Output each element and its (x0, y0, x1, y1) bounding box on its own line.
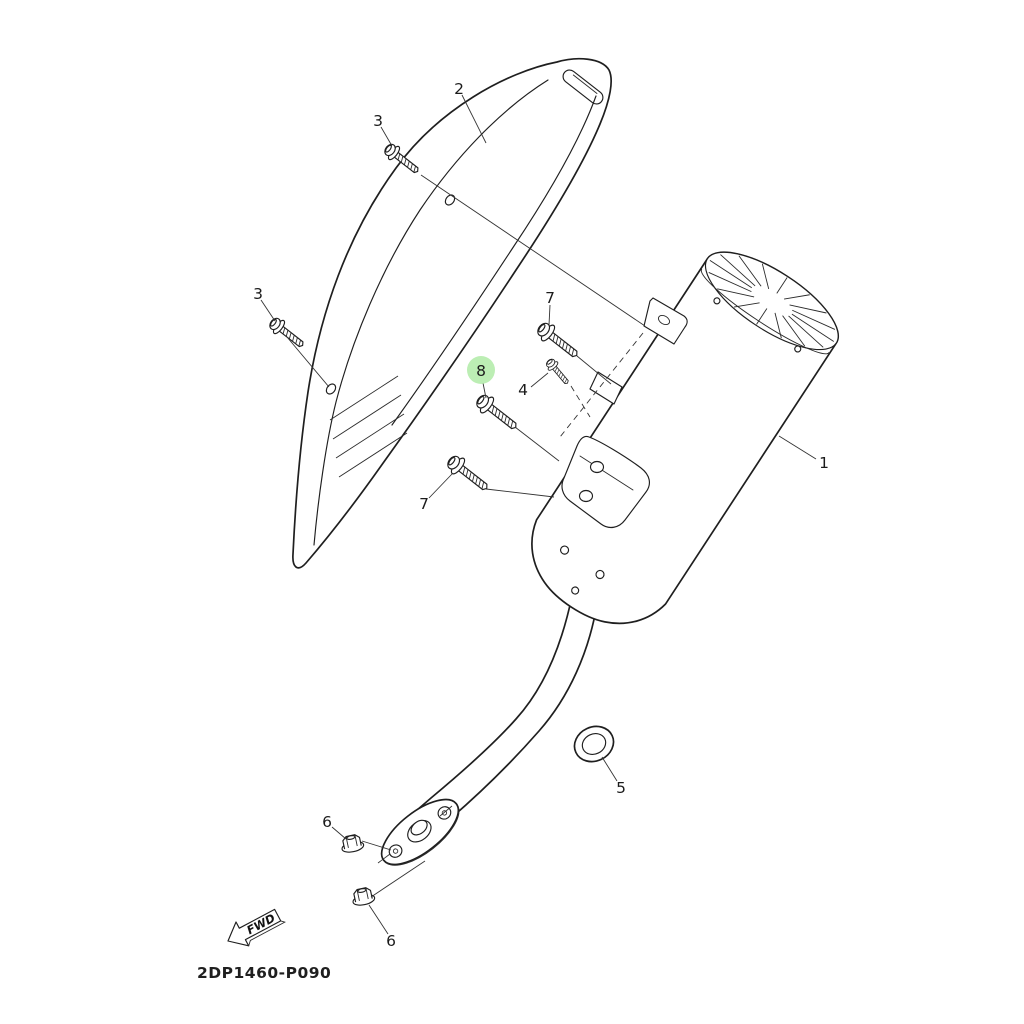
shield-vent-lines (329, 375, 408, 478)
callout-3b: 3 (253, 285, 263, 303)
part-code-label: 2DP1460-P090 (197, 964, 331, 982)
gasket-ring (573, 725, 615, 763)
leader-lines (260, 94, 817, 935)
assembly-lines (286, 174, 646, 898)
muffler (531, 251, 840, 625)
callout-6b: 6 (386, 932, 396, 950)
bolt-7b (443, 451, 494, 497)
heat-shield-slot (562, 69, 604, 105)
stud-4 (543, 356, 573, 388)
muffler-bracket-lower (561, 435, 651, 529)
muffler-weld-marks (559, 297, 802, 595)
callouts: 1 2 3 3 4 5 6 6 7 7 8 (253, 80, 829, 950)
bolt-7a (533, 318, 584, 364)
callout-7b: 7 (419, 495, 429, 513)
pipe-flange (380, 798, 460, 866)
callout-4: 4 (518, 381, 528, 399)
callout-8: 8 (476, 362, 486, 380)
muffler-end-cap (704, 251, 839, 351)
bolt-8 (472, 390, 523, 436)
flange-hole-left (388, 844, 403, 858)
fwd-arrow-icon (227, 908, 282, 947)
screw-3b (266, 314, 309, 353)
callout-6a: 6 (322, 813, 332, 831)
fwd-label: FWD (244, 911, 278, 938)
shield-screw-hole-upper (444, 194, 456, 206)
highlight-circle-8 (467, 356, 495, 384)
callout-5: 5 (616, 779, 626, 797)
callout-2: 2 (454, 80, 464, 98)
callout-1: 1 (819, 454, 829, 472)
callout-7a: 7 (545, 289, 555, 307)
muffler-bracket-upper (643, 297, 688, 345)
fwd-arrow: FWD (227, 908, 286, 947)
callout-3a: 3 (373, 112, 383, 130)
muffler-bracket-mid (589, 371, 623, 405)
heat-shield (292, 57, 612, 569)
